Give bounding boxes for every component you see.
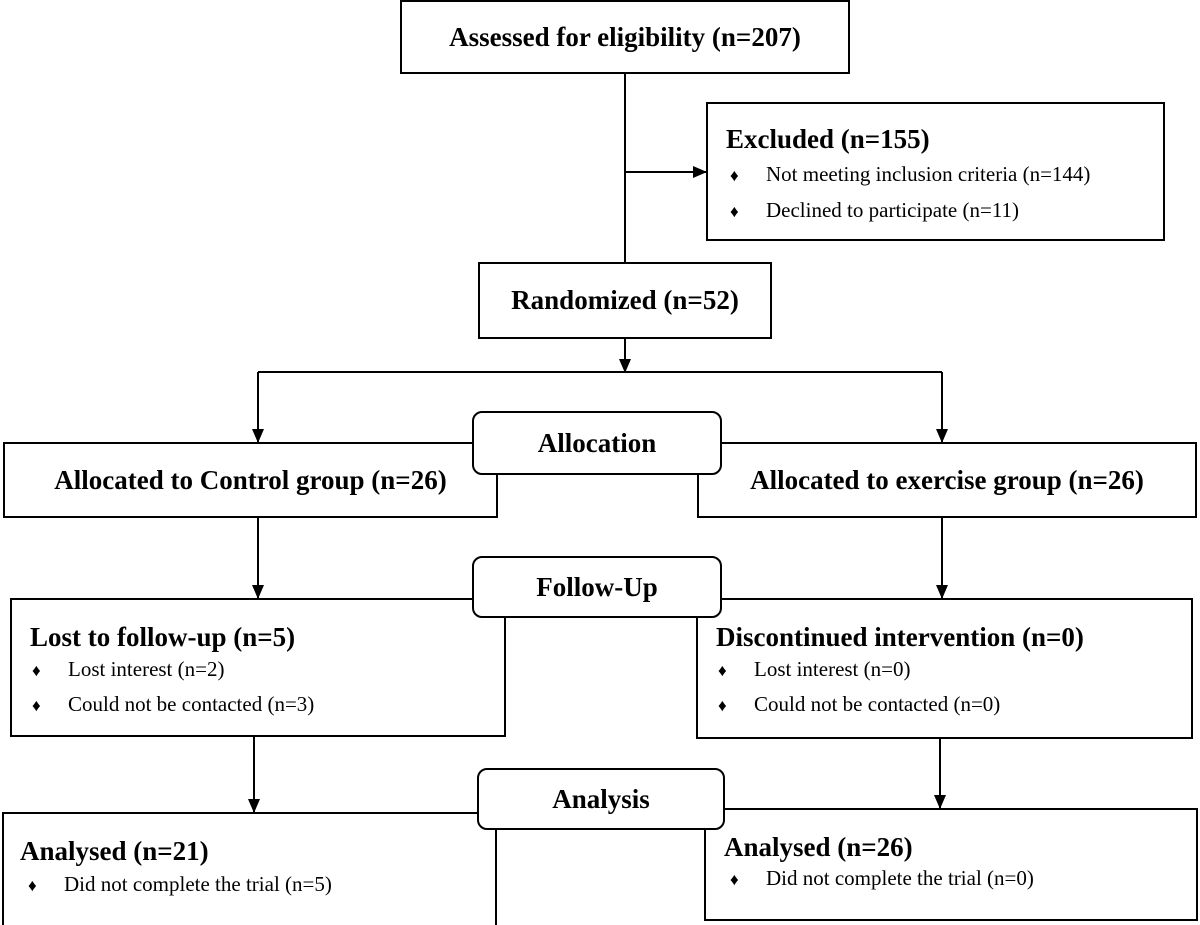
bullet-diamond-icon: ♦ — [730, 166, 739, 185]
excluded-item-text: Not meeting inclusion criteria (n=144) — [766, 162, 1091, 186]
stage-allocation-label: Allocation — [537, 427, 657, 458]
exercise-analysis-box: Analysed (n=26) ♦ Did not complete the tr… — [704, 808, 1198, 921]
control-analysis-item-text: Did not complete the trial (n=5) — [64, 872, 332, 896]
control-allocated-box: Allocated to Control group (n=26) — [3, 442, 498, 518]
excluded-box: Excluded (n=155) ♦ Not meeting inclusion … — [706, 102, 1165, 241]
control-analysis-title: Analysed (n=21) — [20, 836, 209, 866]
exercise-followup-item-text: Lost interest (n=0) — [754, 657, 911, 681]
control-followup-title: Lost to follow-up (n=5) — [30, 622, 296, 652]
exercise-allocated-label: Allocated to exercise group (n=26) — [750, 464, 1144, 495]
assessed-label: Assessed for eligibility (n=207) — [449, 21, 801, 52]
excluded-title: Excluded (n=155) — [726, 124, 930, 154]
bullet-diamond-icon: ♦ — [32, 696, 41, 715]
control-allocated-label: Allocated to Control group (n=26) — [54, 464, 447, 495]
bullet-diamond-icon: ♦ — [32, 661, 41, 680]
bullet-diamond-icon: ♦ — [730, 870, 739, 889]
control-analysis-item: ♦ Did not complete the trial (n=5) — [28, 872, 332, 897]
excluded-item-text: Declined to participate (n=11) — [766, 198, 1020, 222]
randomized-label: Randomized (n=52) — [511, 285, 739, 315]
excluded-item: ♦ Declined to participate (n=11) — [730, 198, 1019, 223]
excluded-item: ♦ Not meeting inclusion criteria (n=144) — [730, 162, 1090, 187]
exercise-analysis-item-text: Did not complete the trial (n=0) — [766, 866, 1034, 890]
control-followup-item-text: Lost interest (n=2) — [68, 657, 225, 681]
stage-followup-label: Follow-Up — [536, 571, 658, 602]
assessed-box: Assessed for eligibility (n=207) — [400, 0, 850, 74]
exercise-analysis-title: Analysed (n=26) — [724, 832, 913, 862]
stage-analysis-label: Analysis — [552, 783, 650, 814]
exercise-followup-title: Discontinued intervention (n=0) — [716, 622, 1084, 652]
control-analysis-box: Analysed (n=21) ♦ Did not complete the tr… — [2, 812, 497, 925]
exercise-allocated-box: Allocated to exercise group (n=26) — [697, 442, 1197, 518]
exercise-followup-item: ♦ Could not be contacted (n=0) — [718, 692, 1000, 717]
bullet-diamond-icon: ♦ — [730, 202, 739, 221]
control-followup-item-text: Could not be contacted (n=3) — [68, 692, 315, 716]
control-followup-item: ♦ Could not be contacted (n=3) — [32, 692, 314, 717]
bullet-diamond-icon: ♦ — [718, 696, 727, 715]
control-followup-item: ♦ Lost interest (n=2) — [32, 657, 224, 682]
exercise-followup-item-text: Could not be contacted (n=0) — [754, 692, 1001, 716]
exercise-analysis-item: ♦ Did not complete the trial (n=0) — [730, 866, 1034, 891]
bullet-diamond-icon: ♦ — [28, 876, 37, 895]
exercise-followup-item: ♦ Lost interest (n=0) — [718, 657, 910, 682]
control-followup-box: Lost to follow-up (n=5) ♦ Lost interest (… — [10, 598, 506, 737]
exercise-followup-box: Discontinued intervention (n=0) ♦ Lost in… — [696, 598, 1193, 739]
randomized-box: Randomized (n=52) — [478, 262, 772, 339]
bullet-diamond-icon: ♦ — [718, 661, 727, 680]
stage-allocation: Allocation — [472, 411, 722, 475]
stage-followup: Follow-Up — [472, 556, 722, 618]
stage-analysis: Analysis — [477, 768, 725, 830]
